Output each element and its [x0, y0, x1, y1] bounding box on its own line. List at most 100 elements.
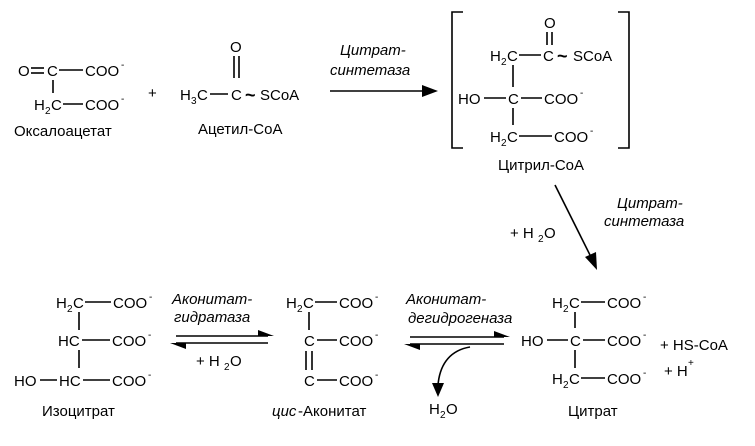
citrate-ch2-bottom-h: H [552, 371, 563, 388]
aconitate-ch: C [304, 373, 315, 390]
isocitrate-label: Изоцитрат [42, 403, 115, 420]
citryl-ch2-bottom-c: C [507, 129, 518, 146]
aconitate-ch2-c: C [303, 295, 314, 312]
citryl-central-c: C [508, 91, 519, 108]
enzyme-citrate-synthase-1-line1: Цитрат- [340, 42, 406, 59]
citryl-ch2-top-sub: 2 [501, 57, 507, 68]
citrate-coo-mid: COO [607, 333, 641, 350]
aconitate-coo-bottom-charge: - [375, 370, 378, 381]
citrate-ho: HO [521, 333, 544, 350]
aconitate-dehydrogenase-step: Аконитат- дегидрогеназа H 2 O [404, 291, 512, 421]
citrate-structure: H 2 C COO - HO C COO - H 2 C COO - + HS-… [521, 292, 728, 420]
citrate-coo-top-charge: - [643, 292, 646, 303]
arrow-head-1 [422, 85, 438, 97]
water-3-o: O [230, 353, 242, 370]
aconitate-coo-mid-charge: - [375, 330, 378, 341]
enzyme-aconitate-hydratase-line1: Аконитат- [171, 291, 252, 308]
citrate-ch2-top-c: C [569, 295, 580, 312]
citryl-ch2-top-c: C [507, 48, 518, 65]
citryl-ch2-bottom-sub: 2 [501, 138, 507, 149]
oxaloacetate-label: Оксалоацетат [14, 123, 112, 140]
eq-arrow-2-forward-head [258, 330, 274, 336]
acetyl-coa-label: Ацетил-CoA [198, 121, 282, 138]
citrate-ch2-top-h: H [552, 295, 563, 312]
isocitrate-coo-mid-charge: - [148, 330, 151, 341]
isocitrate-ho: HO [14, 373, 37, 390]
acetyl-scoa: SCoA [260, 87, 299, 104]
enzyme-aconitate-dehydrogenase-line1: Аконитат- [405, 291, 486, 308]
acetyl-thioester-bond: ~ [245, 85, 256, 105]
oxaloacetate-o: O [18, 63, 30, 80]
bond-line [618, 11, 630, 149]
cis-aconitate-label-prefix: цис [272, 403, 297, 420]
eq-arrow-forward-head [494, 331, 510, 337]
byproduct-proton: + H [664, 363, 688, 380]
isocitrate-coo-bottom-charge: - [148, 370, 151, 381]
enzyme-aconitate-hydratase-line2: гидратаза [174, 309, 250, 326]
citrate-ch2-bottom-sub: 2 [563, 380, 569, 391]
isocitrate-coo-mid: COO [112, 333, 146, 350]
citryl-acyl-c: C [543, 48, 554, 65]
citrate-ch2-bottom-c: C [569, 371, 580, 388]
acetyl-c: C [231, 87, 242, 104]
citrate-coo-bottom-charge: - [643, 368, 646, 379]
aconitate-coo-mid: COO [339, 333, 373, 350]
isocitrate-coo-top: COO [113, 295, 147, 312]
oxaloacetate-ch2-c: C [51, 97, 62, 114]
aconitate-ch2-sub: 2 [297, 304, 303, 315]
aconitate-ch2-h: H [286, 295, 297, 312]
oxaloacetate-coo-2: COO [85, 97, 119, 114]
eq-arrow-2-back-head [170, 343, 186, 349]
oxaloacetate-ch2-h: H [34, 97, 45, 114]
water-release-h: H [429, 401, 440, 418]
citrate-coo-bottom: COO [607, 371, 641, 388]
citryl-scoa: SCoA [573, 48, 612, 65]
water-3-sub: 2 [224, 362, 230, 373]
citryl-coo-mid: COO [544, 91, 578, 108]
water-release-sub: 2 [440, 410, 446, 421]
oxaloacetate-c: C [47, 63, 58, 80]
citryl-o: O [544, 15, 556, 32]
isocitrate-ch-mid: HC [58, 333, 80, 350]
bond-line [437, 346, 471, 386]
bond-line [451, 11, 463, 149]
oxaloacetate-coo-1-charge: - [121, 60, 124, 71]
citryl-ch2-bottom-h: H [490, 129, 501, 146]
citrate-coo-top: COO [607, 295, 641, 312]
cis-aconitate-label-rest: -Аконитат [298, 403, 366, 420]
aconitate-coo-top: COO [339, 295, 373, 312]
citryl-ho: HO [458, 91, 481, 108]
water-release-o: O [446, 401, 458, 418]
isocitrate-ch-bottom: HC [59, 373, 81, 390]
isocitrate-ch2-c: C [73, 295, 84, 312]
enzyme-citrate-synthase-2-line2: синтетаза [604, 213, 684, 230]
water-release-arrow-head [432, 383, 444, 397]
citryl-thioester-bond: ~ [557, 46, 568, 66]
bond-line [554, 184, 594, 262]
water-2-plus-h: + H [510, 225, 534, 242]
oxaloacetate-structure: O C COO - H 2 C COO - Оксалоацетат [14, 60, 124, 140]
citryl-coo-bottom: COO [554, 129, 588, 146]
acetyl-o: O [230, 39, 242, 56]
eq-arrow-back-head [404, 344, 420, 350]
citrate-central-c: C [570, 333, 581, 350]
citryl-coa-structure: O H 2 C C ~ SCoA HO C COO - H 2 C COO - … [451, 11, 630, 174]
oxaloacetate-ch2-sub: 2 [45, 106, 51, 117]
citryl-coo-bottom-charge: - [590, 126, 593, 137]
citryl-ch2-top-h: H [490, 48, 501, 65]
water-2-o: O [544, 225, 556, 242]
arrow-head-2 [585, 252, 597, 270]
acetyl-ch3-c: C [197, 87, 208, 104]
byproduct-hs-coa: + HS-CoA [660, 337, 728, 354]
citrate-synthase-step-2: Цитрат- синтетаза + H 2 O [510, 184, 684, 270]
isocitrate-structure: H 2 C COO - HC COO - HO HC COO - Изоцитр… [14, 292, 152, 420]
acetyl-ch3-h: H [180, 87, 191, 104]
enzyme-aconitate-dehydrogenase-line2: дегидрогеназа [408, 310, 512, 327]
aconitate-coo-bottom: COO [339, 373, 373, 390]
water-2-sub: 2 [538, 234, 544, 245]
isocitrate-coo-top-charge: - [149, 292, 152, 303]
oxaloacetate-coo-1: COO [85, 63, 119, 80]
citryl-coa-label: Цитрил-CoA [498, 157, 584, 174]
